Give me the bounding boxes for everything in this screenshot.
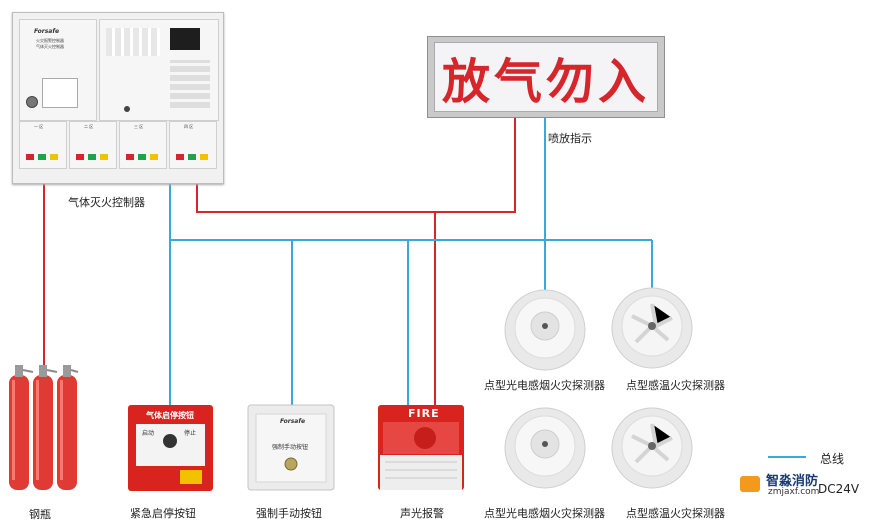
heat-detector-top bbox=[611, 287, 693, 369]
watermark-name: 智淼消防 bbox=[766, 474, 819, 489]
alarm-caption: 声光报警 bbox=[400, 507, 444, 520]
zone-label-2: 二 区 bbox=[84, 124, 94, 129]
watermark: 智淼消防 zmjaxf.com bbox=[740, 470, 850, 500]
reset-key-icon bbox=[124, 106, 130, 112]
smoke-detector-top-caption: 点型光电感烟火灾探测器 bbox=[484, 379, 605, 392]
legend-bus-label: 总线 bbox=[820, 452, 845, 466]
watermark-logo-icon bbox=[740, 476, 760, 492]
smoke-detector-top bbox=[504, 289, 586, 371]
power-wires bbox=[43, 116, 516, 408]
cylinders-caption: 钢瓶 bbox=[29, 508, 51, 521]
gas-cylinders bbox=[9, 365, 79, 490]
heat-detector-bottom bbox=[611, 407, 693, 489]
zone-panel-1: 一 区 bbox=[19, 121, 67, 169]
heat-detector-bottom-caption: 点型感温火灾探测器 bbox=[626, 507, 725, 520]
controller-subtitle-1: 火灾报警控制器 bbox=[36, 38, 64, 43]
zone-panel-4: 四 区 bbox=[169, 121, 217, 169]
emergency-start-text: 启动 bbox=[142, 430, 155, 437]
zone-panel-2: 二 区 bbox=[69, 121, 117, 169]
fire-text: FIRE bbox=[408, 407, 440, 420]
zone-label-3: 三 区 bbox=[134, 124, 144, 129]
controller-left-panel: Forsafe 火灾报警控制器 气体灭火控制器 bbox=[19, 19, 97, 121]
gas-extinguishing-controller: Forsafe 火灾报警控制器 气体灭火控制器 一 区 二 区 三 区 bbox=[12, 12, 224, 184]
sign-caption: 喷放指示 bbox=[548, 132, 592, 145]
zone-label-4: 四 区 bbox=[184, 124, 194, 129]
manual-panel-text: 强制手动按钮 bbox=[272, 444, 309, 451]
manual-button-brand: Forsafe bbox=[280, 418, 306, 425]
emergency-panel-title: 气体启停按钮 bbox=[146, 411, 194, 420]
controller-caption: 气体灭火控制器 bbox=[68, 196, 145, 209]
zone-label-1: 一 区 bbox=[34, 124, 44, 129]
zone-panel-3: 三 区 bbox=[119, 121, 167, 169]
key-lock-icon bbox=[26, 96, 38, 108]
manual-button-device bbox=[247, 404, 335, 491]
smoke-detector-bottom bbox=[504, 407, 586, 489]
emergency-stop-text: 停止 bbox=[184, 430, 197, 437]
legend-bus-line bbox=[768, 456, 806, 458]
legend-power-label: DC24V bbox=[818, 482, 860, 496]
controller-subtitle-2: 气体灭火控制器 bbox=[36, 44, 64, 49]
indicator-lights bbox=[106, 28, 160, 56]
zone-panel-row: 一 区 二 区 三 区 四 区 bbox=[19, 121, 217, 177]
emergency-stop-button-device bbox=[128, 405, 213, 491]
controller-brand: Forsafe bbox=[34, 28, 60, 35]
emergency-button-caption: 紧急启停按钮 bbox=[130, 507, 196, 520]
manual-button-caption: 强制手动按钮 bbox=[256, 507, 322, 520]
keypad bbox=[170, 60, 210, 108]
heat-detector-top-caption: 点型感温火灾探测器 bbox=[626, 379, 725, 392]
watermark-url: zmjaxf.com bbox=[768, 487, 820, 497]
printer-icon bbox=[42, 78, 78, 108]
sign-text: 放气勿入 bbox=[441, 54, 650, 110]
display-screen bbox=[170, 28, 200, 50]
sign-face: 放气勿入 bbox=[434, 42, 658, 112]
bus-wires bbox=[169, 116, 653, 408]
discharge-indicator-sign: 放气勿入 bbox=[427, 36, 665, 118]
controller-right-panel bbox=[99, 19, 219, 121]
smoke-detector-bottom-caption: 点型光电感烟火灾探测器 bbox=[484, 507, 605, 520]
sound-light-alarm-device bbox=[378, 405, 464, 490]
